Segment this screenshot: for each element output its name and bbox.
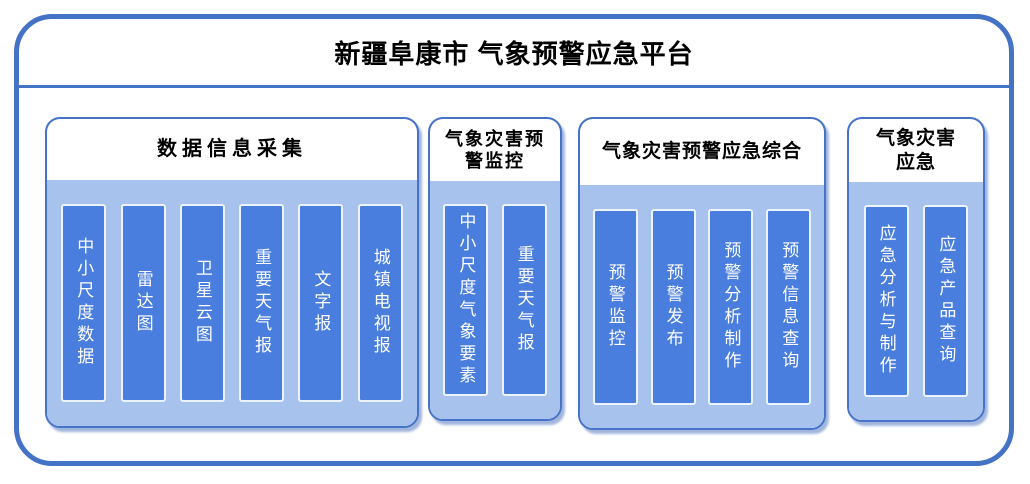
item-label: 重要天气报	[514, 245, 534, 355]
item-label: 雷达图	[133, 270, 153, 336]
item-card: 卫星云图	[179, 204, 225, 402]
group-title: 气象灾害应急	[875, 127, 956, 173]
group-title: 数据信息采集	[157, 138, 307, 160]
item-label: 预警发布	[663, 262, 683, 351]
item-card: 中小尺度气象要素	[443, 204, 489, 396]
item-card: 预警发布	[650, 208, 696, 405]
item-label: 预警分析制作	[721, 240, 741, 373]
group-data-collection: 数据信息采集 中小尺度数据 雷达图 卫星云图 重要天气报 文字报 城镇电视报	[45, 117, 419, 428]
item-label: 城镇电视报	[370, 248, 390, 358]
group-disaster-emergency: 气象灾害应急 应急分析与制作 应急产品查询	[847, 117, 985, 422]
item-card: 预警信息查询	[766, 208, 812, 405]
group-body: 中小尺度数据 雷达图 卫星云图 重要天气报 文字报 城镇电视报	[47, 180, 417, 426]
item-label: 中小尺度气象要素	[456, 212, 476, 388]
item-card: 重要天气报	[239, 204, 285, 402]
page-title: 新疆阜康市 气象预警应急平台	[334, 38, 694, 69]
item-card: 预警监控	[592, 208, 638, 405]
group-title: 气象灾害预警监控	[445, 128, 545, 172]
item-card: 雷达图	[120, 204, 166, 402]
item-card: 重要天气报	[501, 204, 547, 396]
group-body: 中小尺度气象要素 重要天气报	[430, 181, 560, 419]
group-title: 气象灾害预警应急综合	[601, 141, 802, 163]
item-card: 文字报	[298, 204, 344, 402]
group-body: 预警监控 预警发布 预警分析制作 预警信息查询	[580, 185, 824, 428]
platform-frame: 新疆阜康市 气象预警应急平台 数据信息采集 中小尺度数据 雷达图 卫星云图 重要…	[14, 14, 1014, 466]
title-divider	[19, 85, 1009, 88]
item-card: 城镇电视报	[357, 204, 403, 402]
item-label: 中小尺度数据	[74, 237, 94, 369]
item-label: 应急产品查询	[936, 235, 956, 367]
item-label: 应急分析与制作	[876, 224, 896, 378]
item-label: 卫星云图	[192, 259, 212, 347]
item-card: 中小尺度数据	[61, 204, 107, 402]
item-card: 应急分析与制作	[863, 205, 909, 397]
group-warning-emergency-comprehensive: 气象灾害预警应急综合 预警监控 预警发布 预警分析制作 预警信息查询	[578, 117, 826, 430]
group-body: 应急分析与制作 应急产品查询	[849, 182, 983, 420]
item-label: 重要天气报	[252, 248, 272, 358]
groups-container: 数据信息采集 中小尺度数据 雷达图 卫星云图 重要天气报 文字报 城镇电视报 气…	[19, 88, 1009, 430]
item-card: 预警分析制作	[708, 208, 754, 405]
item-label: 文字报	[311, 270, 331, 336]
item-label: 预警信息查询	[779, 240, 799, 373]
frame-header: 新疆阜康市 气象预警应急平台	[19, 19, 1009, 85]
group-disaster-warning-monitoring: 气象灾害预警监控 中小尺度气象要素 重要天气报	[428, 117, 562, 421]
item-card: 应急产品查询	[923, 205, 969, 397]
item-label: 预警监控	[605, 262, 625, 351]
